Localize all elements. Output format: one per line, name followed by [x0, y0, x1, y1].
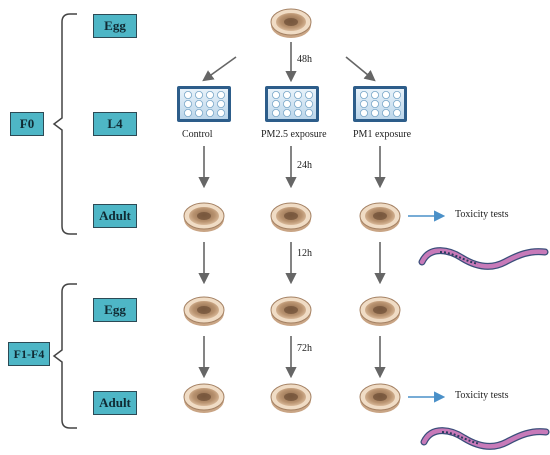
- time-label-48h: 48h: [297, 54, 312, 65]
- stage-label-egg-f1: Egg: [93, 298, 137, 322]
- time-label-12h: 12h: [297, 248, 312, 259]
- generation-label-f1-f4: F1-F4: [8, 342, 50, 366]
- group-caption-pm25: PM2.5 exposure: [261, 129, 327, 140]
- time-label-72h: 72h: [297, 343, 312, 354]
- well-plate-pm25: [265, 86, 319, 122]
- petri-dish-0-2: [183, 383, 225, 413]
- group-caption-pm1: PM1 exposure: [353, 129, 412, 140]
- group-caption-control: Control: [182, 129, 213, 140]
- top-egg-dish: [270, 8, 312, 38]
- petri-dish-0-1: [183, 296, 225, 326]
- toxicity-tests-label-2: Toxicity tests: [455, 390, 509, 401]
- generation-label-f0: F0: [10, 112, 44, 136]
- petri-dish-2-1: [359, 296, 401, 326]
- time-label-24h: 24h: [297, 160, 312, 171]
- petri-dish-2-2: [359, 383, 401, 413]
- toxicity-tests-label-1: Toxicity tests: [455, 209, 509, 220]
- arrow-top-right: [345, 56, 376, 82]
- arrow-top-left: [202, 56, 237, 82]
- petri-dish-1-2: [270, 383, 312, 413]
- f0-bracket: [52, 13, 77, 235]
- stage-label-adult-f0: Adult: [93, 204, 137, 228]
- well-plate-pm1: [353, 86, 407, 122]
- well-plate-control: [177, 86, 231, 122]
- petri-dish-0-0: [183, 202, 225, 232]
- stage-label-l4: L4: [93, 112, 137, 136]
- petri-dish-1-0: [270, 202, 312, 232]
- worm-illustration-1: [418, 247, 549, 270]
- stage-label-adult-f1: Adult: [93, 391, 137, 415]
- petri-dish-1-1: [270, 296, 312, 326]
- stage-label-egg-f0: Egg: [93, 14, 137, 38]
- petri-dish-2-0: [359, 202, 401, 232]
- worm-illustration-2: [420, 427, 550, 450]
- f1f4-bracket: [52, 283, 77, 429]
